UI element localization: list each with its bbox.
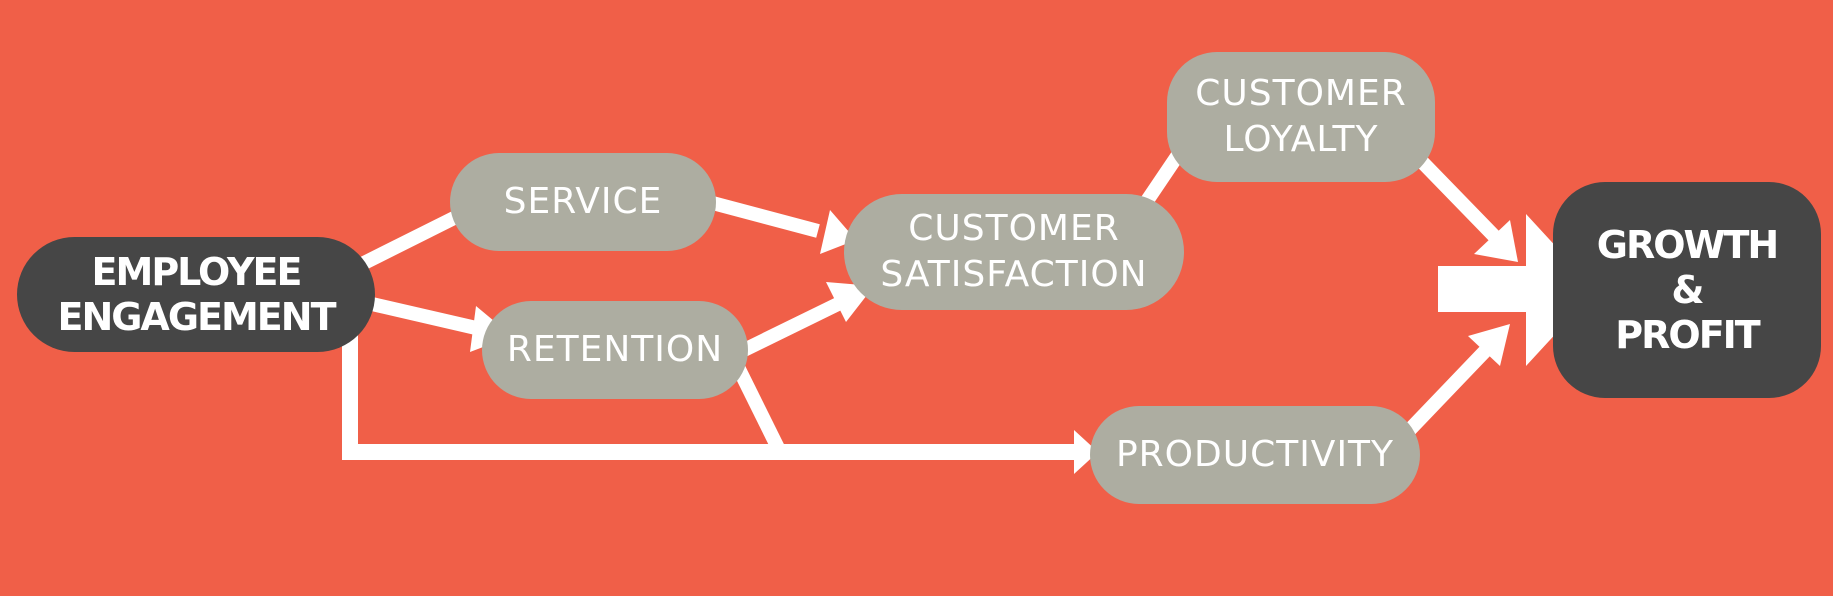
- arrow-productivity-to-growth: [1392, 324, 1510, 447]
- node-customer-loyalty-line1: CUSTOMER: [1195, 73, 1407, 114]
- arrow-retention-to-satisfaction: [736, 282, 874, 359]
- node-growth-profit-line1: GROWTH: [1596, 222, 1779, 267]
- node-growth-profit: GROWTH & PROFIT: [1553, 182, 1821, 398]
- node-customer-loyalty-line2: LOYALTY: [1223, 119, 1379, 160]
- arrow-engagement-to-productivity: [342, 323, 1098, 474]
- node-productivity-label: PRODUCTIVITY: [1115, 434, 1395, 475]
- node-service-label: SERVICE: [503, 181, 663, 222]
- node-customer-satisfaction-line1: CUSTOMER: [908, 208, 1120, 249]
- node-employee-engagement-line2: ENGAGEMENT: [57, 294, 336, 339]
- node-retention: RETENTION: [482, 301, 748, 399]
- node-retention-label: RETENTION: [506, 329, 724, 370]
- node-growth-profit-line3: PROFIT: [1615, 312, 1760, 357]
- node-service: SERVICE: [450, 153, 716, 251]
- node-customer-satisfaction: CUSTOMER SATISFACTION: [844, 194, 1184, 310]
- node-employee-engagement: EMPLOYEE ENGAGEMENT: [17, 237, 375, 352]
- node-customer-loyalty: CUSTOMER LOYALTY: [1167, 52, 1435, 182]
- node-employee-engagement-line1: EMPLOYEE: [91, 249, 303, 294]
- node-growth-profit-line2: &: [1671, 267, 1704, 312]
- node-productivity: PRODUCTIVITY: [1090, 406, 1420, 504]
- node-customer-satisfaction-line2: SATISFACTION: [880, 254, 1148, 295]
